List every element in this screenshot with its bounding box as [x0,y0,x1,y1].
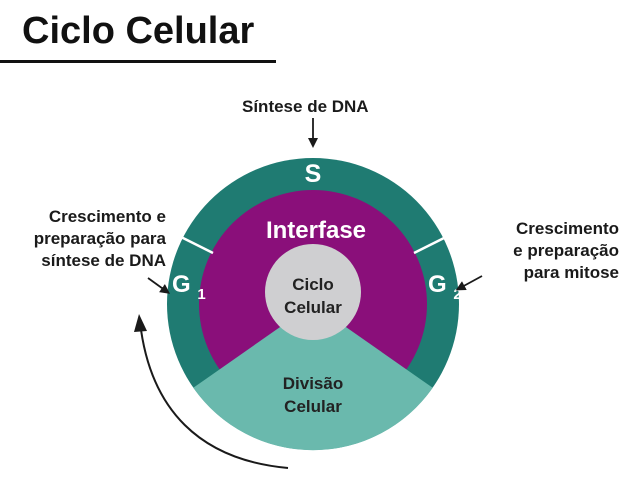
interphase-label: Interfase [266,217,366,244]
g1-s-divider [174,232,214,255]
center-label-line1: Ciclo [292,275,334,294]
g2-phase-label: Crescimento e preparação para mitose [484,218,619,284]
division-label-line2: Celular [284,397,342,416]
g2-letter: G [428,271,447,298]
g1-letter: G [172,271,191,298]
cycle-arrowhead [134,314,147,332]
center-circle [265,244,361,340]
title-underline [0,60,276,63]
g1-label-line: preparação para [33,229,166,248]
g1-label-line: Crescimento e [48,207,166,226]
page-title: Ciclo Celular [22,10,255,52]
division-wedge [193,304,433,451]
g2-label-line: e preparação [513,241,619,260]
g2-phase-arrow [455,275,483,291]
s-g2-divider [413,232,453,255]
g2-subscript: 2 [453,286,461,303]
g2-label-line: para mitose [523,263,619,282]
g2-label-line: Crescimento [516,219,619,238]
g1-subscript: 1 [197,286,205,303]
division-label-line1: Divisão [283,374,343,393]
g1-label-line: síntese de DNA [41,251,166,270]
g1-segment-label: G 1 [172,271,206,303]
g2-segment-label: G 2 [428,271,462,303]
cycle-direction-arrow [139,321,289,469]
g1-phase-label: Crescimento e preparação para síntese de… [8,206,166,272]
center-label-line2: Celular [284,298,342,317]
s-phase-label: Síntese de DNA [242,97,369,116]
g1-phase-arrow [147,277,171,294]
s-segment-label: S [305,160,322,188]
